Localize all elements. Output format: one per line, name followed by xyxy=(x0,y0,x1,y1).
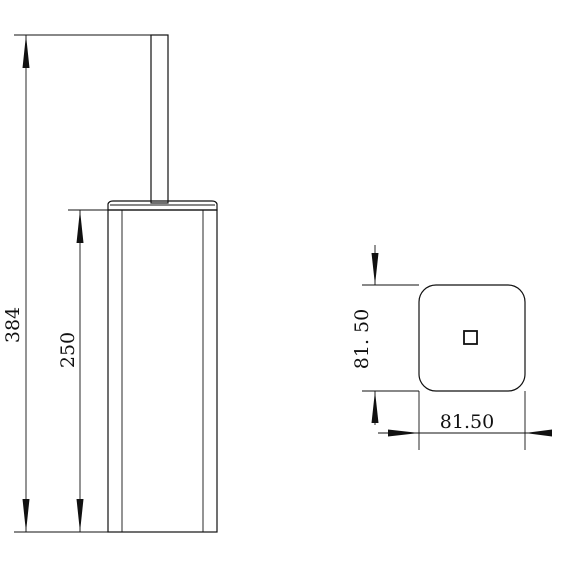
top-view-outline xyxy=(418,284,526,392)
arrowhead-up xyxy=(371,391,379,423)
top-view xyxy=(418,284,526,392)
brush-handle xyxy=(150,34,169,204)
dimension-label-top-width: 81.50 xyxy=(440,411,494,433)
arrowhead-down xyxy=(371,253,379,285)
holder-lid xyxy=(107,200,218,211)
holder-body xyxy=(107,209,218,533)
dimension-label-holder-height: 250 xyxy=(57,332,79,368)
dimension-total-height: 384 xyxy=(2,34,151,533)
arrowhead-left xyxy=(525,429,552,437)
arrowhead-down xyxy=(22,499,30,532)
side-view xyxy=(107,34,218,533)
dimension-label-total-height: 384 xyxy=(2,307,24,343)
dimension-label-top-depth: 81. 50 xyxy=(351,309,373,369)
dimension-top-depth: 81. 50 xyxy=(351,245,419,425)
dimension-holder-height: 250 xyxy=(57,209,108,532)
arrowhead-down xyxy=(76,499,84,532)
arrowhead-up xyxy=(76,210,84,243)
dimension-top-width: 81.50 xyxy=(378,391,552,450)
top-view-handle-hole xyxy=(463,330,478,345)
arrowhead-right xyxy=(388,429,419,437)
arrowhead-up xyxy=(22,35,30,68)
